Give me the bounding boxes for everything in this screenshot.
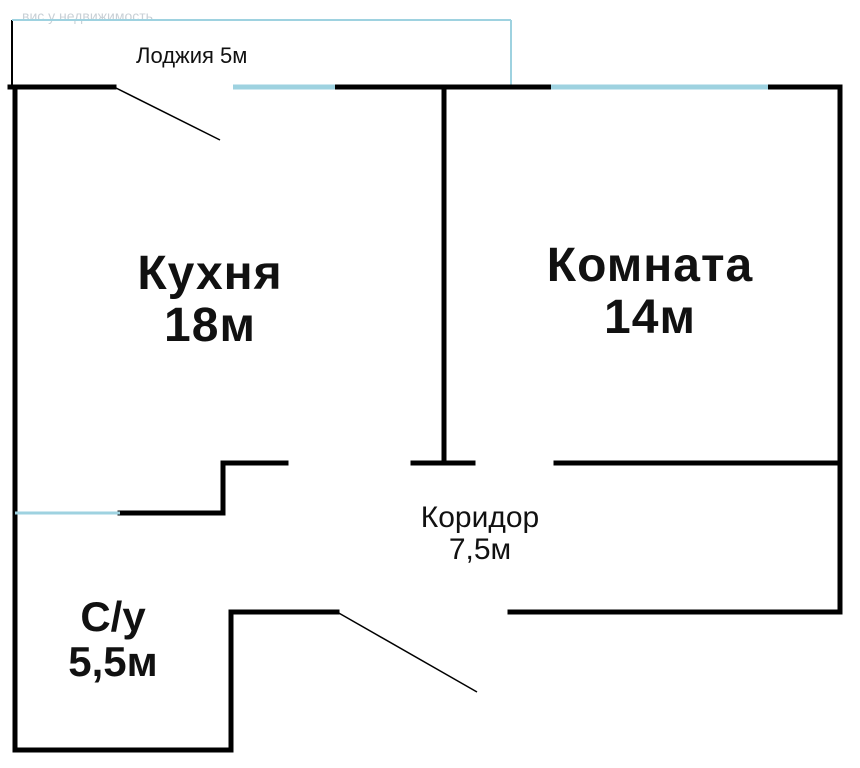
loggia-outline bbox=[11, 19, 512, 87]
corridor-label: Коридор 7,5м bbox=[392, 501, 568, 567]
kitchen-area: 18м bbox=[164, 298, 256, 352]
bathroom-label: С/у 5,5м bbox=[48, 594, 178, 685]
bathroom-door bbox=[336, 611, 478, 693]
room-name: Комната bbox=[546, 239, 754, 292]
kitchen-step-wall bbox=[117, 460, 289, 516]
kitchen-label: Кухня 18м bbox=[112, 248, 308, 352]
loggia-door bbox=[113, 86, 221, 141]
corridor-area: 7,5м bbox=[448, 533, 512, 567]
room-label: Комната 14м bbox=[520, 240, 780, 344]
bathroom-name: С/у bbox=[80, 593, 146, 640]
loggia-label: Лоджия 5м bbox=[136, 43, 248, 68]
corridor-name: Коридор bbox=[420, 501, 540, 534]
bathroom-area: 5,5м bbox=[68, 638, 158, 686]
bathroom-inner-wall bbox=[12, 609, 340, 753]
kitchen-name: Кухня bbox=[137, 247, 283, 300]
room-area: 14м bbox=[604, 290, 696, 344]
